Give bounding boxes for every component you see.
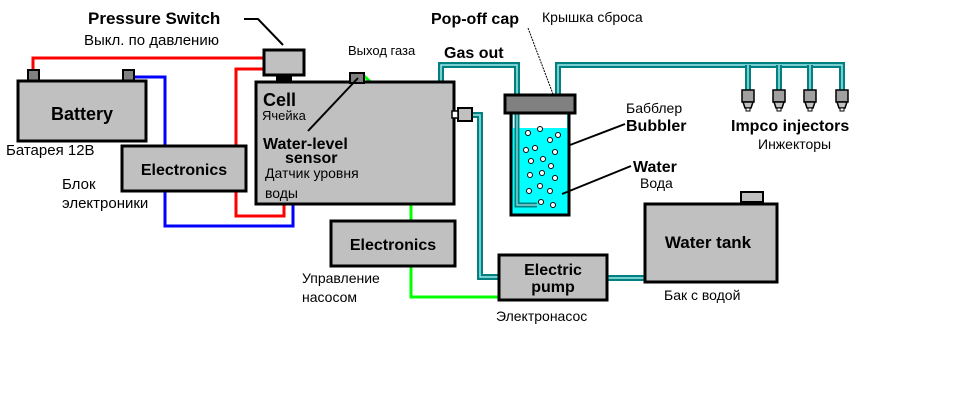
sensor-ru-line2: воды <box>265 185 298 201</box>
pump-ru-label: Электронасос <box>496 308 587 324</box>
electric-pump <box>497 253 609 302</box>
sensor-ru-line1: Датчик уровня <box>265 165 359 181</box>
injector-icon <box>835 89 849 112</box>
water-pointer <box>561 165 632 195</box>
pipe-cell-to-pump <box>472 112 500 280</box>
pump-label-line2: pump <box>531 279 575 296</box>
pressure-switch <box>262 48 306 77</box>
battery-ru-label: Батарея 12В <box>6 142 95 159</box>
water-tank-cap <box>740 191 764 203</box>
pump-electronics-ru-line2: насосом <box>302 289 357 305</box>
sensor-label-line2: sensor <box>285 150 337 167</box>
injector-icon <box>741 89 755 112</box>
injector-icon <box>803 89 817 112</box>
water-label: Water <box>633 159 677 176</box>
bubbler-ru-label: Бабблер <box>626 100 682 116</box>
popoff-cap <box>503 93 577 115</box>
water-tank-ru-label: Бак с водой <box>664 287 740 303</box>
bubble <box>532 145 538 151</box>
pump-electronics <box>329 219 457 268</box>
bubble <box>528 158 534 164</box>
bubble <box>552 175 558 181</box>
sensor-label-line1: Water-level <box>263 136 348 153</box>
bubbler-label: Bubbler <box>626 118 686 135</box>
wire-battery-negative <box>133 75 167 145</box>
battery-terminal-positive <box>27 69 40 82</box>
cell <box>254 80 456 206</box>
bubble <box>547 188 553 194</box>
bubble <box>537 183 543 189</box>
battery-terminal-negative <box>122 69 135 82</box>
pump-electronics-label: Electronics <box>350 237 436 254</box>
bubble <box>540 156 546 162</box>
pressure-switch-pointer <box>244 18 284 46</box>
battery <box>16 79 148 143</box>
bubble <box>526 188 532 194</box>
pump-electronics-ru-line1: Управление <box>302 270 380 286</box>
cell-outlet-fitting <box>457 107 473 122</box>
pump-label-line1: Electric <box>524 262 582 279</box>
bubbles <box>523 126 561 208</box>
water-ru-label: Вода <box>640 175 673 191</box>
bubbler-dip-tube-highlight <box>516 96 537 206</box>
bubble <box>539 170 545 176</box>
pipe-bubbler-to-injectors <box>555 62 845 96</box>
bubble <box>527 172 533 178</box>
sensor-pointer <box>307 77 359 132</box>
popoff-cap-ru-label: Крышка сброса <box>542 9 643 25</box>
cell-ru-label: Ячейка <box>262 108 307 123</box>
wire-battery-positive <box>31 56 264 72</box>
bubble <box>547 137 553 143</box>
bubble <box>550 202 556 208</box>
electronics-block <box>120 144 248 193</box>
water-tank-label: Water tank <box>665 233 752 252</box>
gas-out-label: Gas out <box>444 45 504 62</box>
pressure-switch-ru-label: Выкл. по давлению <box>84 32 219 49</box>
popoff-cap-label: Pop-off cap <box>431 11 519 28</box>
bubble <box>537 126 543 132</box>
bubble <box>552 149 558 155</box>
bubble <box>548 163 554 169</box>
bubbler-pointer <box>569 123 626 146</box>
bubble <box>525 130 531 136</box>
bubble <box>538 199 544 205</box>
pipe-gas-out <box>438 62 520 96</box>
popoff-pointer <box>527 27 557 103</box>
water-tank <box>643 202 779 284</box>
electronics-block-ru-line2: электроники <box>62 195 148 212</box>
bubble <box>555 132 561 138</box>
gas-out-ru-label: Выход газа <box>348 43 416 58</box>
injectors-ru-label: Инжекторы <box>758 136 831 152</box>
injectors <box>741 89 849 112</box>
pressure-switch-label: Pressure Switch <box>88 9 220 28</box>
pressure-switch-stem <box>276 75 292 82</box>
wire-electronics-to-cell-negative <box>163 192 295 228</box>
cell-label: Cell <box>263 90 296 110</box>
cell-outlet-nozzle <box>451 110 459 119</box>
injectors-label: Impco injectors <box>731 118 849 135</box>
injector-icon <box>772 89 786 112</box>
bubble <box>523 147 529 153</box>
battery-label: Battery <box>51 104 113 124</box>
wire-pump-control <box>409 265 500 299</box>
electronics-block-ru-line1: Блок <box>62 176 96 193</box>
bubbler-air-gap <box>513 114 567 128</box>
electronics-block-label: Electronics <box>141 162 227 179</box>
wire-switch-to-electronics <box>234 67 286 218</box>
